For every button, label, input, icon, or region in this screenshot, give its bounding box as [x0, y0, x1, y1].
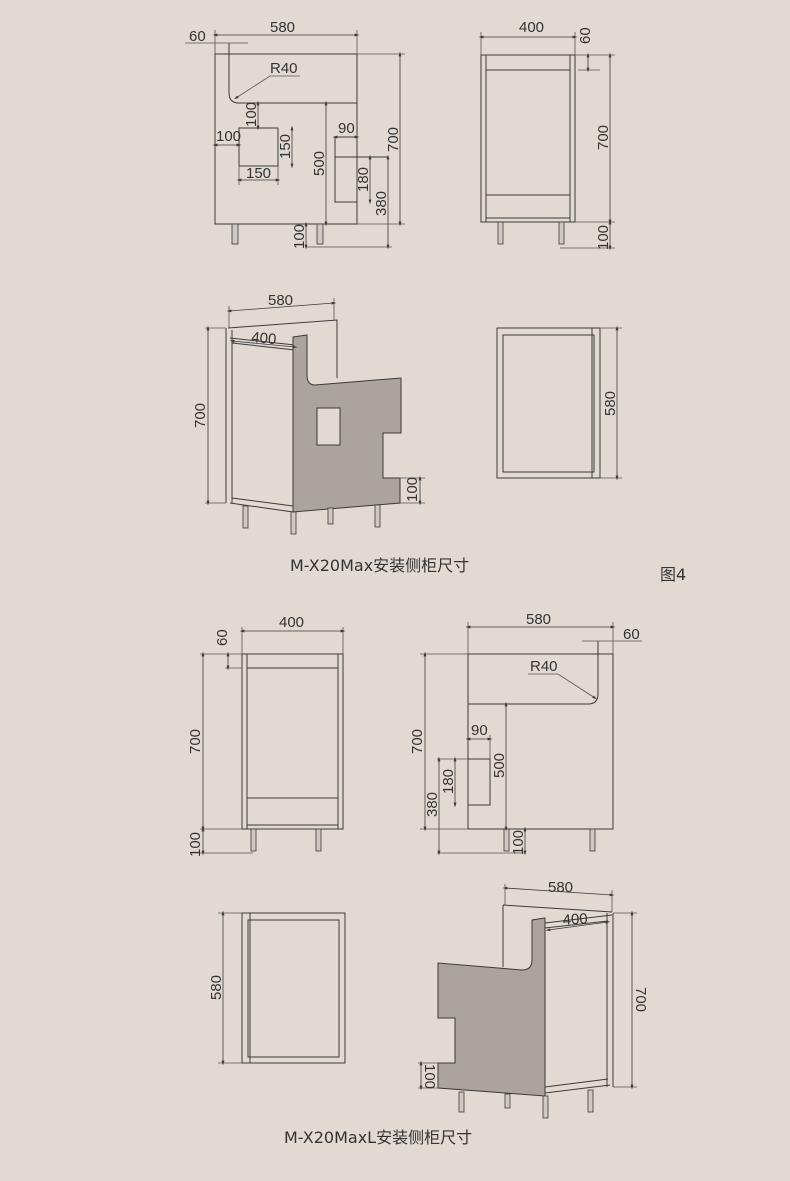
leg: [231, 223, 239, 245]
side-panel: [437, 917, 546, 1097]
leg: [587, 1089, 594, 1113]
maxl-iso-view: 580 400 700 100: [418, 879, 649, 1119]
dim-notch: 100: [404, 477, 421, 502]
caption-maxl: M-X20MaxL安装侧柜尺寸: [284, 1128, 472, 1147]
top-cutout: [468, 641, 599, 705]
dim-leg: 100: [510, 830, 527, 855]
dim-radius: R40: [530, 658, 558, 675]
dim-depth: 580: [548, 879, 573, 896]
dim-width: 580: [526, 611, 551, 628]
leg: [497, 221, 504, 245]
dim-notch: 100: [421, 1064, 438, 1089]
dim-rail: 60: [577, 27, 594, 44]
caption-max: M-X20Max安装侧柜尺寸: [290, 556, 469, 575]
maxl-side-view: 580 60 R40 90 500 180 380 700 100: [409, 611, 642, 856]
dim-depth: 580: [208, 975, 225, 1000]
dim-width: 400: [251, 329, 277, 348]
dim-height: 700: [187, 729, 204, 754]
dim-hole-left: 100: [216, 128, 241, 145]
side-panel-outline: [214, 53, 358, 225]
dim-notch-height: 500: [311, 151, 328, 176]
dim-height: 700: [192, 403, 209, 428]
dim-slot-bottom: 380: [373, 191, 390, 216]
dim-slot-height: 180: [355, 167, 372, 192]
dim-width: 400: [519, 19, 544, 36]
leg: [316, 223, 324, 245]
dim-hole-height: 150: [277, 134, 294, 159]
maxl-top-view: 580: [208, 910, 346, 1066]
leg: [374, 504, 381, 528]
dim-height: 700: [385, 127, 402, 152]
dim-width: 580: [270, 19, 295, 36]
dim-leg: 100: [291, 224, 308, 249]
dim-slot-width: 90: [338, 120, 355, 137]
dim-height: 700: [632, 987, 649, 1012]
dim-depth: 580: [268, 292, 293, 309]
leg: [290, 511, 297, 535]
leg: [327, 507, 334, 525]
dim-rail: 60: [214, 629, 231, 646]
figure-label: 图4: [660, 565, 686, 584]
dim-hole-width: 150: [246, 165, 271, 182]
square-hole: [316, 407, 341, 446]
dim-width: 400: [562, 910, 588, 929]
leg: [458, 1091, 465, 1113]
top-cutout: [228, 43, 357, 104]
max-front-view: 400 60 700 100: [478, 19, 615, 251]
maxl-front-view: 400 60 700 100: [187, 614, 346, 857]
leg: [558, 221, 565, 245]
square-hole: [238, 127, 279, 167]
dim-notch-height: 500: [491, 753, 508, 778]
dim-slot-width: 90: [471, 722, 488, 739]
leg: [503, 828, 510, 852]
leg: [315, 828, 322, 852]
dim-width: 400: [279, 614, 304, 631]
dim-offset: 60: [189, 28, 206, 45]
dim-height: 700: [409, 729, 426, 754]
leg: [250, 828, 257, 852]
dim-offset: 60: [623, 626, 640, 643]
leg: [589, 828, 596, 852]
dim-depth: 580: [602, 391, 619, 416]
side-panel-outline: [467, 653, 614, 830]
dim-height: 700: [595, 125, 612, 150]
dim-leg: 100: [187, 832, 204, 857]
leg: [504, 1093, 511, 1109]
dim-slot-height: 180: [440, 769, 457, 794]
max-top-view: 580: [496, 325, 622, 481]
leg: [542, 1095, 549, 1119]
max-side-view: 580 60 R40 100 100 150 150 500 90 180 38…: [185, 19, 405, 250]
dim-slot-bottom: 380: [424, 792, 441, 817]
max-iso-view: 580 400 700 100: [192, 292, 425, 535]
leg: [242, 505, 249, 529]
side-slot: [468, 758, 491, 806]
side-panel: [292, 334, 402, 513]
dim-leg: 100: [595, 225, 612, 250]
dim-radius: R40: [270, 60, 298, 77]
dim-hole-top: 100: [243, 102, 260, 127]
